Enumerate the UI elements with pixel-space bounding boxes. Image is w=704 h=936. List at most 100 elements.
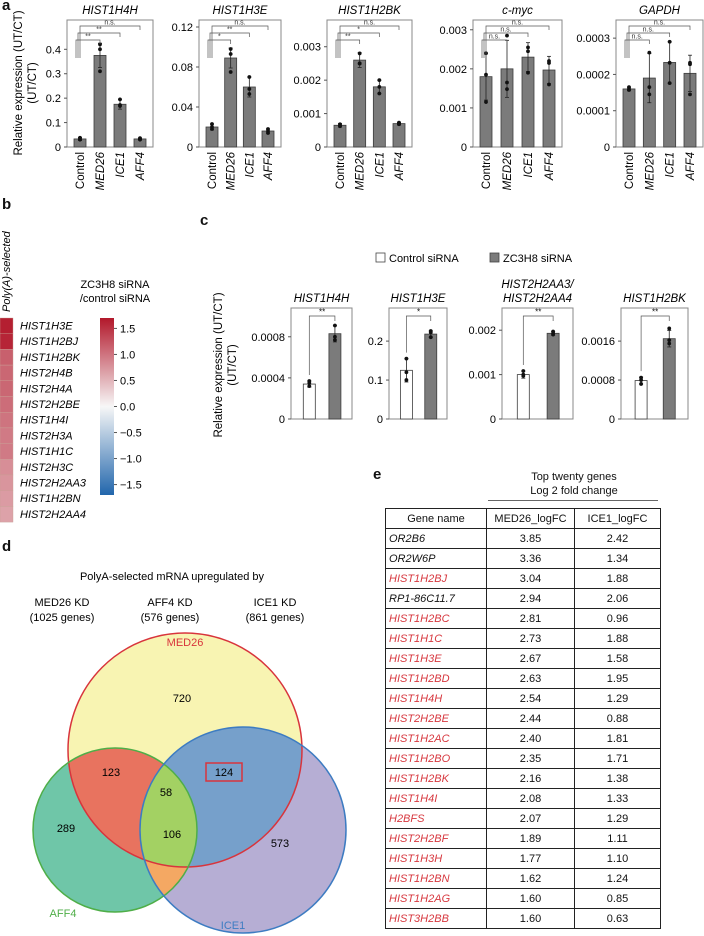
bar xyxy=(93,55,107,148)
significance-bracket xyxy=(335,39,361,58)
med26-logfc-cell: 3.04 xyxy=(486,568,575,589)
y-tick-label: 0 xyxy=(187,142,193,154)
heatmap-row-label: HIST1H1C xyxy=(20,446,73,458)
significance-label: * xyxy=(357,27,360,34)
bar xyxy=(113,103,127,148)
chart-title: HIST2H2AA4 xyxy=(503,293,572,305)
plot-frame xyxy=(198,19,282,148)
data-point xyxy=(521,374,526,378)
bar xyxy=(302,383,316,420)
significance-label: ** xyxy=(227,27,233,34)
significance-label: n.s. xyxy=(234,20,245,27)
y-axis-label: Relative expression (UT/CT) xyxy=(13,10,25,155)
med26-logfc-cell: 3.36 xyxy=(486,548,575,569)
venn-count-aff4-only: 289 xyxy=(57,823,75,835)
y-axis-label-unit: (UT/CT) xyxy=(27,62,39,104)
venn-count-ice1-only: 573 xyxy=(271,838,289,850)
venn-outline-med26 xyxy=(67,632,303,868)
colorbar-tick-label: 0.5 xyxy=(120,375,135,387)
heatmap-cell xyxy=(0,380,14,397)
data-point xyxy=(551,332,556,337)
ice1-logfc-cell: 2.42 xyxy=(574,528,661,549)
colorbar-title: /control siRNA xyxy=(80,293,151,305)
heatmap-cell xyxy=(0,364,14,382)
significance-label: ** xyxy=(96,27,102,34)
heatmap-row-label: HIST1H2BK xyxy=(20,352,81,364)
ice1-logfc-cell: 1.33 xyxy=(574,788,661,809)
significance-bracket xyxy=(481,39,508,58)
gene-name-cell: HIST1H2AG xyxy=(385,888,487,909)
colorbar-tick-label: 1.0 xyxy=(120,349,135,361)
y-tick-label: 0.0008 xyxy=(251,332,285,344)
significance-label: n.s. xyxy=(364,20,375,27)
chart-title: c-myc xyxy=(502,5,533,17)
heatmap-cell xyxy=(0,506,14,523)
x-tick-label: Control xyxy=(481,152,493,189)
x-tick-label: ICE1 xyxy=(665,152,677,178)
venn-count-med26-aff4: 123 xyxy=(102,767,120,779)
venn-count-aff4-ice1: 106 xyxy=(163,829,181,841)
y-tick-label: 0.001 xyxy=(468,370,496,382)
x-tick-label: MED26 xyxy=(355,151,367,190)
y-tick-label: 0.003 xyxy=(439,25,467,37)
med26-logfc-cell: 1.89 xyxy=(486,828,575,849)
heatmap-row-label: HIST2H2AA4 xyxy=(20,509,86,521)
venn-set-header: MED26 KD xyxy=(34,597,89,609)
ice1-logfc-cell: 1.95 xyxy=(574,668,661,689)
venn-count-med26-only: 720 xyxy=(173,693,191,705)
legend-swatch-control xyxy=(375,252,386,263)
med26-logfc-cell: 1.77 xyxy=(486,848,575,869)
data-point xyxy=(667,338,672,343)
gene-name-cell: HIST1H2BC xyxy=(385,608,487,629)
venn-title: PolyA-selected mRNA upregulated by xyxy=(80,571,265,583)
med26-logfc-cell: 2.63 xyxy=(486,668,575,689)
bar xyxy=(662,338,676,420)
venn-set-label-ice1: ICE1 xyxy=(221,920,245,932)
med26-logfc-cell: 2.67 xyxy=(486,648,575,669)
colorbar-tick-label: 0.0 xyxy=(120,402,135,414)
heatmap-cell xyxy=(0,396,14,413)
heatmap-row-label: HIST2H2AA3 xyxy=(20,478,87,490)
data-point xyxy=(404,356,409,361)
y-tick-label: 0.12 xyxy=(172,22,193,34)
significance-bracket xyxy=(77,32,121,58)
column-header-ice1: ICE1_logFC xyxy=(574,508,661,529)
data-point xyxy=(138,137,142,142)
med26-logfc-cell: 2.44 xyxy=(486,708,575,729)
ice1-logfc-cell: 1.10 xyxy=(574,848,661,869)
gene-name-cell: HIST1H2BK xyxy=(385,768,487,789)
legend-swatch-zc3h8 xyxy=(489,252,500,263)
chart-title: HIST1H2BK xyxy=(338,5,402,17)
gene-name-cell: OR2W6P xyxy=(385,548,487,569)
significance-bracket xyxy=(337,32,380,58)
panel-label-e: e xyxy=(373,466,382,483)
y-tick-label: 0.0016 xyxy=(581,336,615,348)
data-point xyxy=(404,370,409,375)
y-tick-label: 0 xyxy=(490,414,496,426)
x-tick-label: ICE1 xyxy=(374,152,386,178)
data-point xyxy=(526,45,530,50)
gene-name-cell: OR2B6 xyxy=(385,528,487,549)
colorbar-title: ZC3H8 siRNA xyxy=(80,279,150,291)
legend-label-control: Control siRNA xyxy=(389,253,459,265)
colorbar-tick-label: −1.0 xyxy=(120,454,142,466)
data-point xyxy=(484,100,488,104)
gene-name-cell: HIST1H3H xyxy=(385,848,487,869)
data-point xyxy=(266,131,270,135)
y-tick-label: 0.1 xyxy=(46,118,61,130)
heatmap-row-label: HIST2H2BE xyxy=(20,399,81,411)
legend-label-zc3h8: ZC3H8 siRNA xyxy=(503,253,573,265)
significance-bracket xyxy=(339,25,400,58)
heatmap-cell xyxy=(0,427,14,444)
plot-frame xyxy=(501,307,574,420)
bar xyxy=(546,332,560,420)
gene-name-cell: HIST1H2AC xyxy=(385,728,487,749)
significance-label: ** xyxy=(535,308,541,317)
